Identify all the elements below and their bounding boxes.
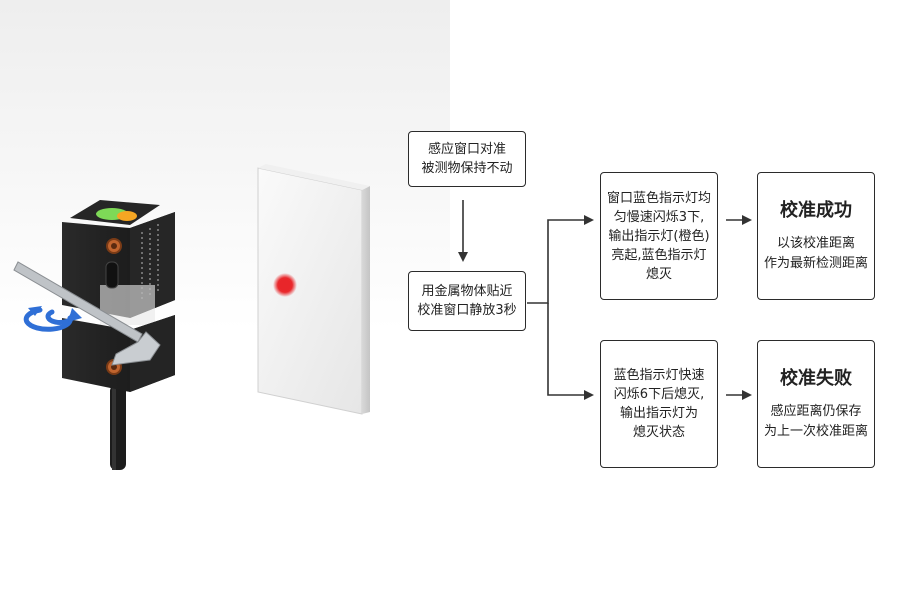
fail-condition-line-2: 闪烁6下后熄灭,	[613, 387, 705, 402]
target-plate	[257, 164, 370, 415]
step2-line-1: 用金属物体贴近	[421, 284, 513, 299]
success-condition-line-2: 匀慢速闪烁3下,	[613, 209, 705, 225]
fail-result-box: 校准失败 感应距离仍保存 为上一次校准距离	[757, 340, 875, 468]
success-result-line-2: 作为最新检测距离	[763, 256, 868, 271]
success-condition-box: 窗口蓝色指示灯均 匀慢速闪烁3下, 输出指示灯(橙色) 亮起,蓝色指示灯 熄灭	[600, 172, 718, 300]
step2-box: 用金属物体贴近 校准窗口静放3秒	[408, 271, 526, 331]
arrow-to-fail-branch	[547, 303, 594, 400]
arrow-to-success-branch	[527, 215, 594, 304]
fail-condition-line-3: 输出指示灯为	[619, 406, 698, 421]
step1-box: 感应窗口对准 被测物保持不动	[408, 131, 526, 187]
fail-condition-line-1: 蓝色指示灯快速	[613, 368, 705, 383]
success-condition-line-3: 输出指示灯(橙色)	[608, 228, 710, 244]
fail-condition-line-4: 熄灭状态	[632, 425, 685, 440]
orange-indicator-icon	[117, 211, 137, 221]
illustration	[13, 164, 370, 470]
success-condition-line-5: 熄灭	[645, 266, 672, 282]
fail-result-title: 校准失败	[780, 368, 852, 389]
step1-line-2: 被测物保持不动	[421, 161, 513, 176]
allen-key	[13, 261, 161, 366]
rotate-arrows-icon	[23, 306, 82, 332]
success-result-box: 校准成功 以该校准距离 作为最新检测距离	[757, 172, 875, 300]
success-condition-line-1: 窗口蓝色指示灯均	[606, 190, 711, 206]
sensor-cable	[110, 385, 126, 470]
success-result-line-1: 以该校准距离	[776, 236, 855, 251]
fail-result-line-2: 为上一次校准距离	[763, 424, 868, 439]
success-result-title: 校准成功	[780, 200, 852, 221]
success-condition-line-4: 亮起,蓝色指示灯	[611, 247, 707, 263]
step1-line-1: 感应窗口对准	[427, 142, 506, 157]
step2-line-2: 校准窗口静放3秒	[417, 303, 517, 318]
fail-condition-box: 蓝色指示灯快速 闪烁6下后熄灭, 输出指示灯为 熄灭状态	[600, 340, 718, 468]
fail-result-line-1: 感应距离仍保存	[770, 404, 862, 419]
